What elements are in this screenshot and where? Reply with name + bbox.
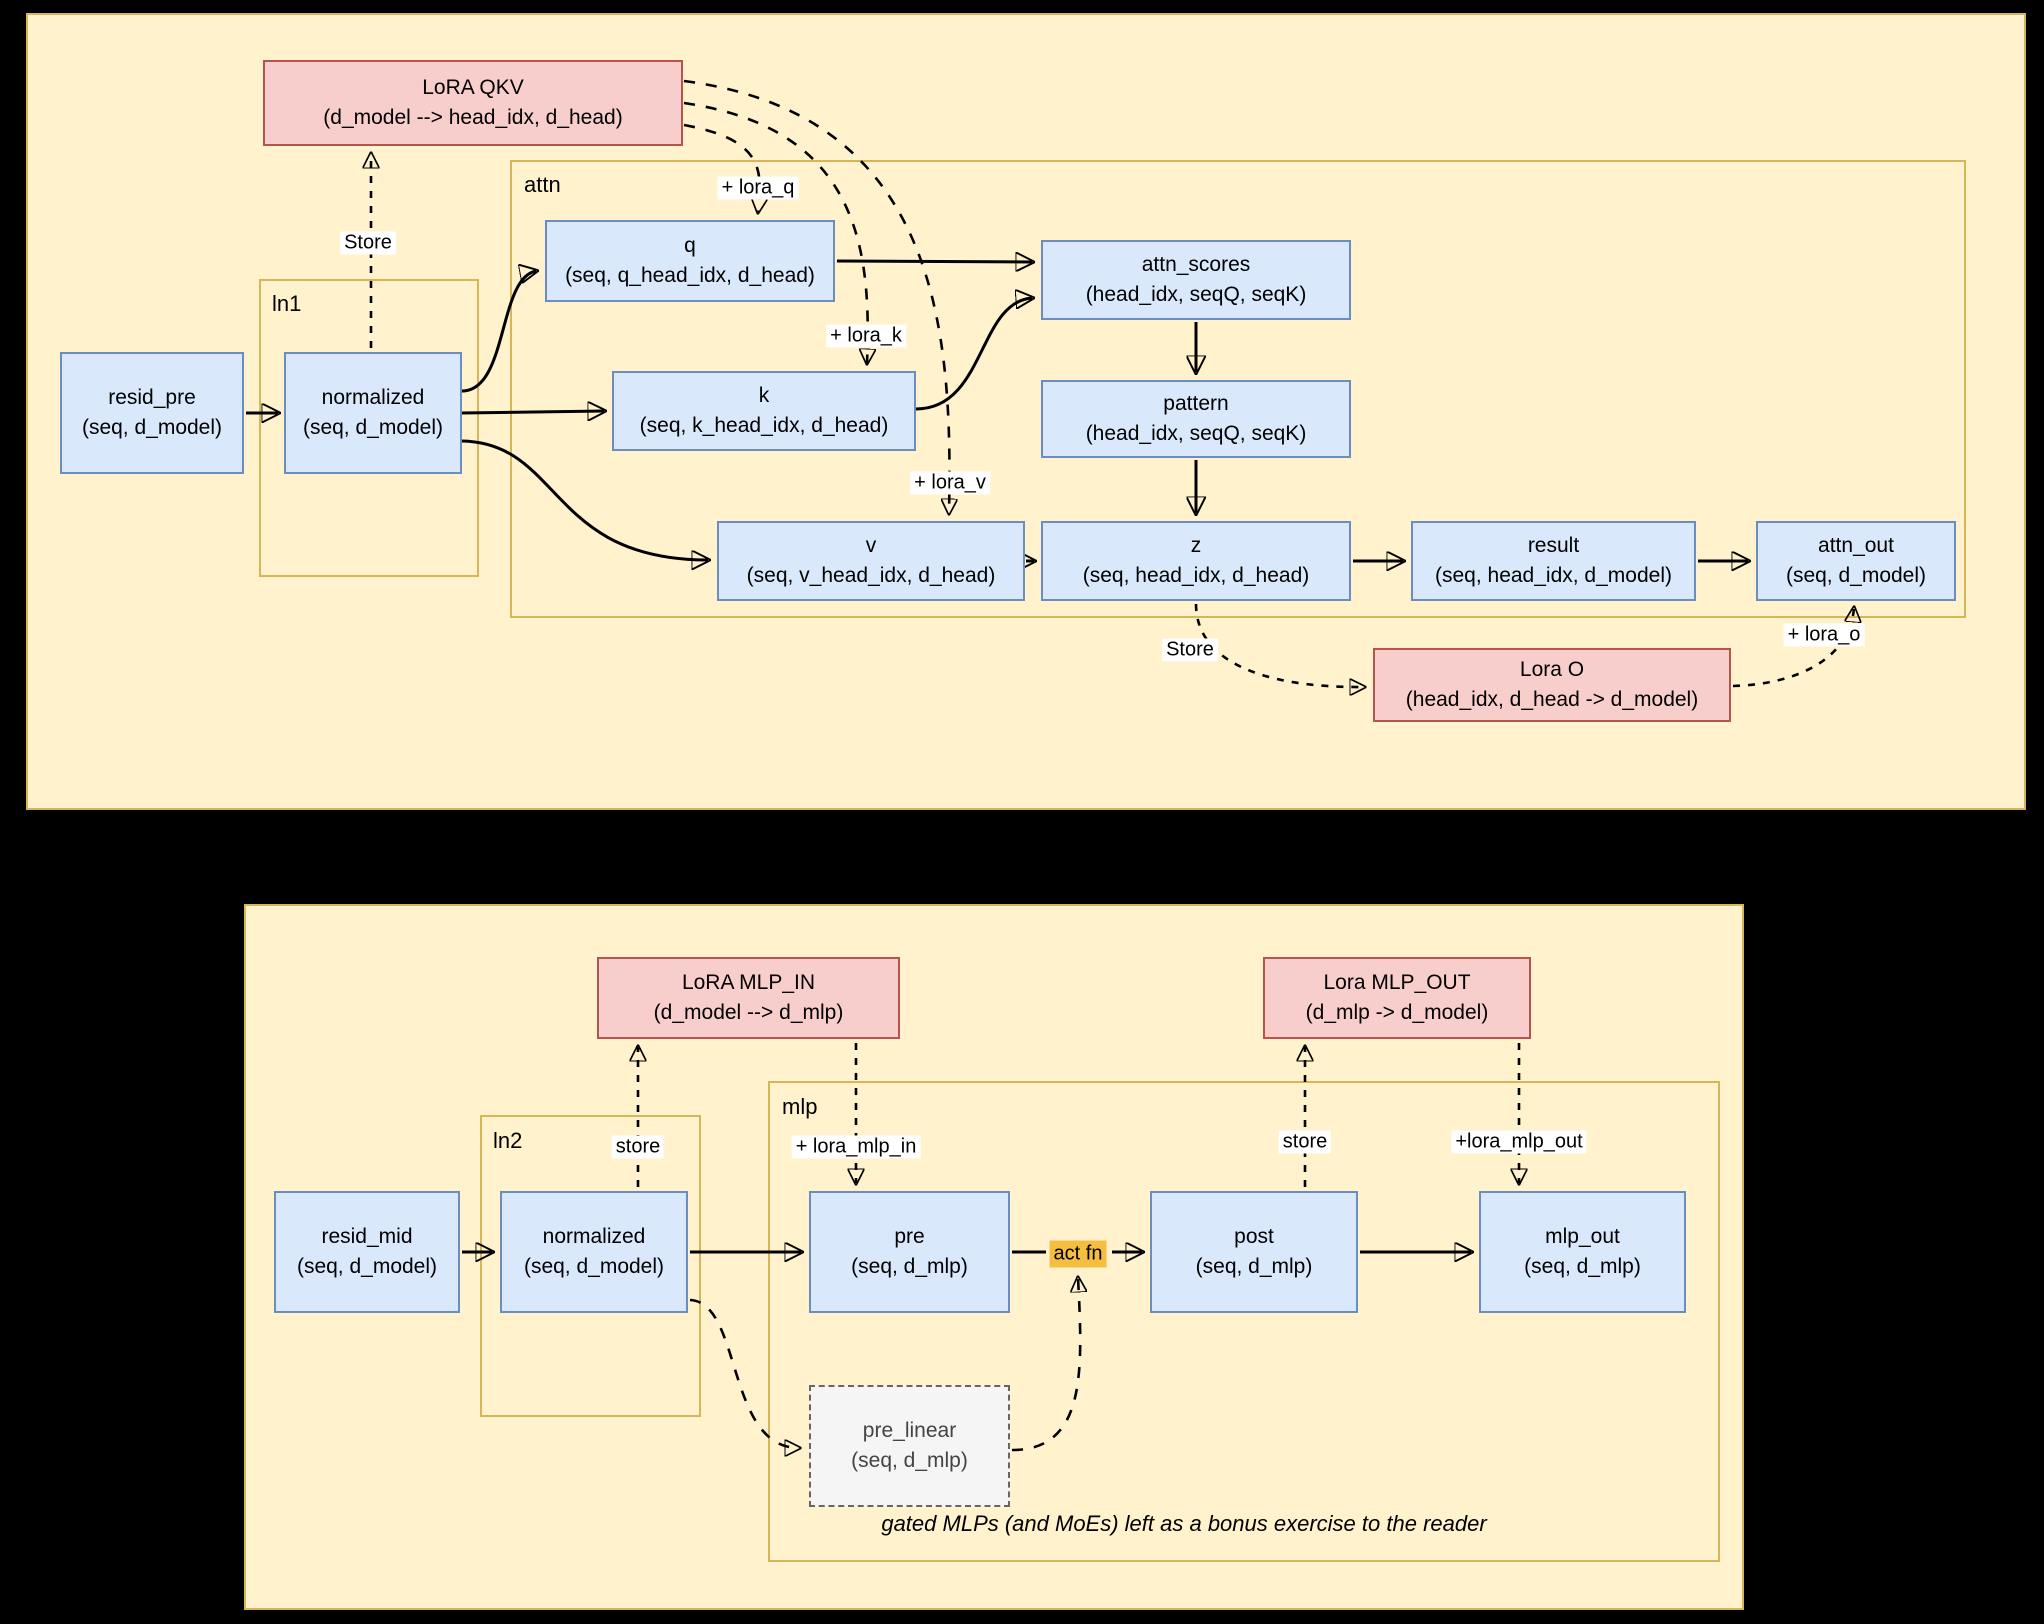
node-dims: (seq, head_idx, d_head): [1082, 564, 1310, 587]
node-normalized-1: normalized (seq, d_model): [284, 352, 462, 474]
node-dims: (d_model --> d_mlp): [653, 1001, 844, 1024]
node-dims: (seq, d_model): [296, 1255, 438, 1278]
node-dims: (seq, v_head_idx, d_head): [746, 564, 996, 587]
node-attn-scores: attn_scores (head_idx, seqQ, seqK): [1041, 240, 1351, 320]
node-pre: pre (seq, d_mlp): [809, 1191, 1010, 1313]
node-attn-out: attn_out (seq, d_model): [1756, 521, 1956, 601]
ln2-group-label: ln2: [493, 1128, 523, 1153]
node-title: normalized: [542, 1224, 646, 1248]
node-z: z (seq, head_idx, d_head): [1041, 521, 1351, 601]
node-q: q (seq, q_head_idx, d_head): [545, 220, 835, 302]
node-title: LoRA MLP_IN: [681, 970, 816, 994]
node-title: Lora O: [1519, 657, 1585, 681]
node-dims: (seq, d_mlp): [1195, 1255, 1313, 1278]
node-title: pre_linear: [862, 1418, 957, 1442]
node-title: q: [684, 233, 696, 257]
node-v: v (seq, v_head_idx, d_head): [717, 521, 1025, 601]
node-title: mlp_out: [1545, 1224, 1620, 1248]
node-lora-o: Lora O (head_idx, d_head -> d_model): [1373, 648, 1731, 722]
node-dims: (head_idx, d_head -> d_model): [1405, 688, 1699, 711]
node-dims: (d_model --> head_idx, d_head): [323, 106, 623, 129]
edge-label-store-out: store: [1278, 1130, 1332, 1154]
edge-label-lora-o: + lora_o: [1783, 623, 1865, 647]
mlp-group-label: mlp: [782, 1094, 818, 1119]
node-post: post (seq, d_mlp): [1150, 1191, 1358, 1313]
edge-label-store-top: Store: [340, 231, 396, 255]
node-title: pre: [894, 1224, 925, 1248]
node-title: resid_pre: [108, 385, 196, 409]
node-dims: (seq, q_head_idx, d_head): [565, 264, 815, 287]
node-title: pattern: [1163, 391, 1229, 415]
node-lora-mlp-out: Lora MLP_OUT (d_mlp -> d_model): [1263, 957, 1531, 1039]
node-dims: (seq, head_idx, d_model): [1435, 564, 1672, 587]
node-dims: (head_idx, seqQ, seqK): [1085, 283, 1307, 306]
ln1-group-label: ln1: [272, 291, 302, 316]
node-result: result (seq, head_idx, d_model): [1411, 521, 1696, 601]
node-title: v: [865, 533, 877, 557]
node-title: normalized: [321, 385, 425, 409]
node-title: post: [1234, 1224, 1274, 1248]
node-title: LoRA QKV: [422, 75, 524, 99]
node-pre-linear: pre_linear (seq, d_mlp): [809, 1385, 1010, 1507]
ln1-group-frame: [259, 279, 479, 577]
edge-label-lora-q: + lora_q: [717, 176, 799, 200]
node-title: attn_out: [1818, 533, 1894, 557]
node-dims: (head_idx, seqQ, seqK): [1085, 422, 1307, 445]
node-dims: (seq, d_model): [302, 416, 444, 439]
act-fn-label: act fn: [1049, 1240, 1107, 1268]
edge-label-lora-k: + lora_k: [826, 324, 906, 348]
attn-group-label: attn: [524, 172, 561, 197]
node-dims: (seq, d_mlp): [851, 1449, 968, 1472]
node-mlp-out: mlp_out (seq, d_mlp): [1479, 1191, 1686, 1313]
node-dims: (d_mlp -> d_model): [1305, 1001, 1489, 1024]
node-title: result: [1527, 533, 1580, 557]
node-pattern: pattern (head_idx, seqQ, seqK): [1041, 380, 1351, 458]
edge-label-store-bottom: Store: [1162, 638, 1218, 662]
edge-label-lora-mlp-out: +lora_mlp_out: [1451, 1130, 1587, 1154]
bonus-exercise-caption: gated MLPs (and MoEs) left as a bonus ex…: [881, 1511, 1487, 1536]
node-lora-mlp-in: LoRA MLP_IN (d_model --> d_mlp): [597, 957, 900, 1039]
node-dims: (seq, d_mlp): [851, 1255, 968, 1278]
node-dims: (seq, k_head_idx, d_head): [639, 414, 889, 437]
edge-label-lora-mlp-in: + lora_mlp_in: [791, 1135, 921, 1159]
node-dims: (seq, d_model): [523, 1255, 665, 1278]
node-lora-qkv: LoRA QKV (d_model --> head_idx, d_head): [263, 60, 683, 146]
node-dims: (seq, d_mlp): [1524, 1255, 1641, 1278]
node-dims: (seq, d_model): [81, 416, 223, 439]
node-title: attn_scores: [1141, 252, 1251, 276]
edge-label-store-in: store: [611, 1135, 665, 1159]
node-k: k (seq, k_head_idx, d_head): [612, 371, 916, 451]
node-title: Lora MLP_OUT: [1323, 970, 1471, 994]
ln2-group-frame: [480, 1115, 701, 1417]
edge-label-lora-v: + lora_v: [910, 471, 990, 495]
node-title: resid_mid: [321, 1224, 413, 1248]
node-normalized-2: normalized (seq, d_model): [500, 1191, 688, 1313]
node-resid-pre: resid_pre (seq, d_model): [60, 352, 244, 474]
node-dims: (seq, d_model): [1785, 564, 1927, 587]
node-title: z: [1190, 533, 1202, 557]
node-resid-mid: resid_mid (seq, d_model): [274, 1191, 460, 1313]
node-title: k: [758, 383, 770, 407]
